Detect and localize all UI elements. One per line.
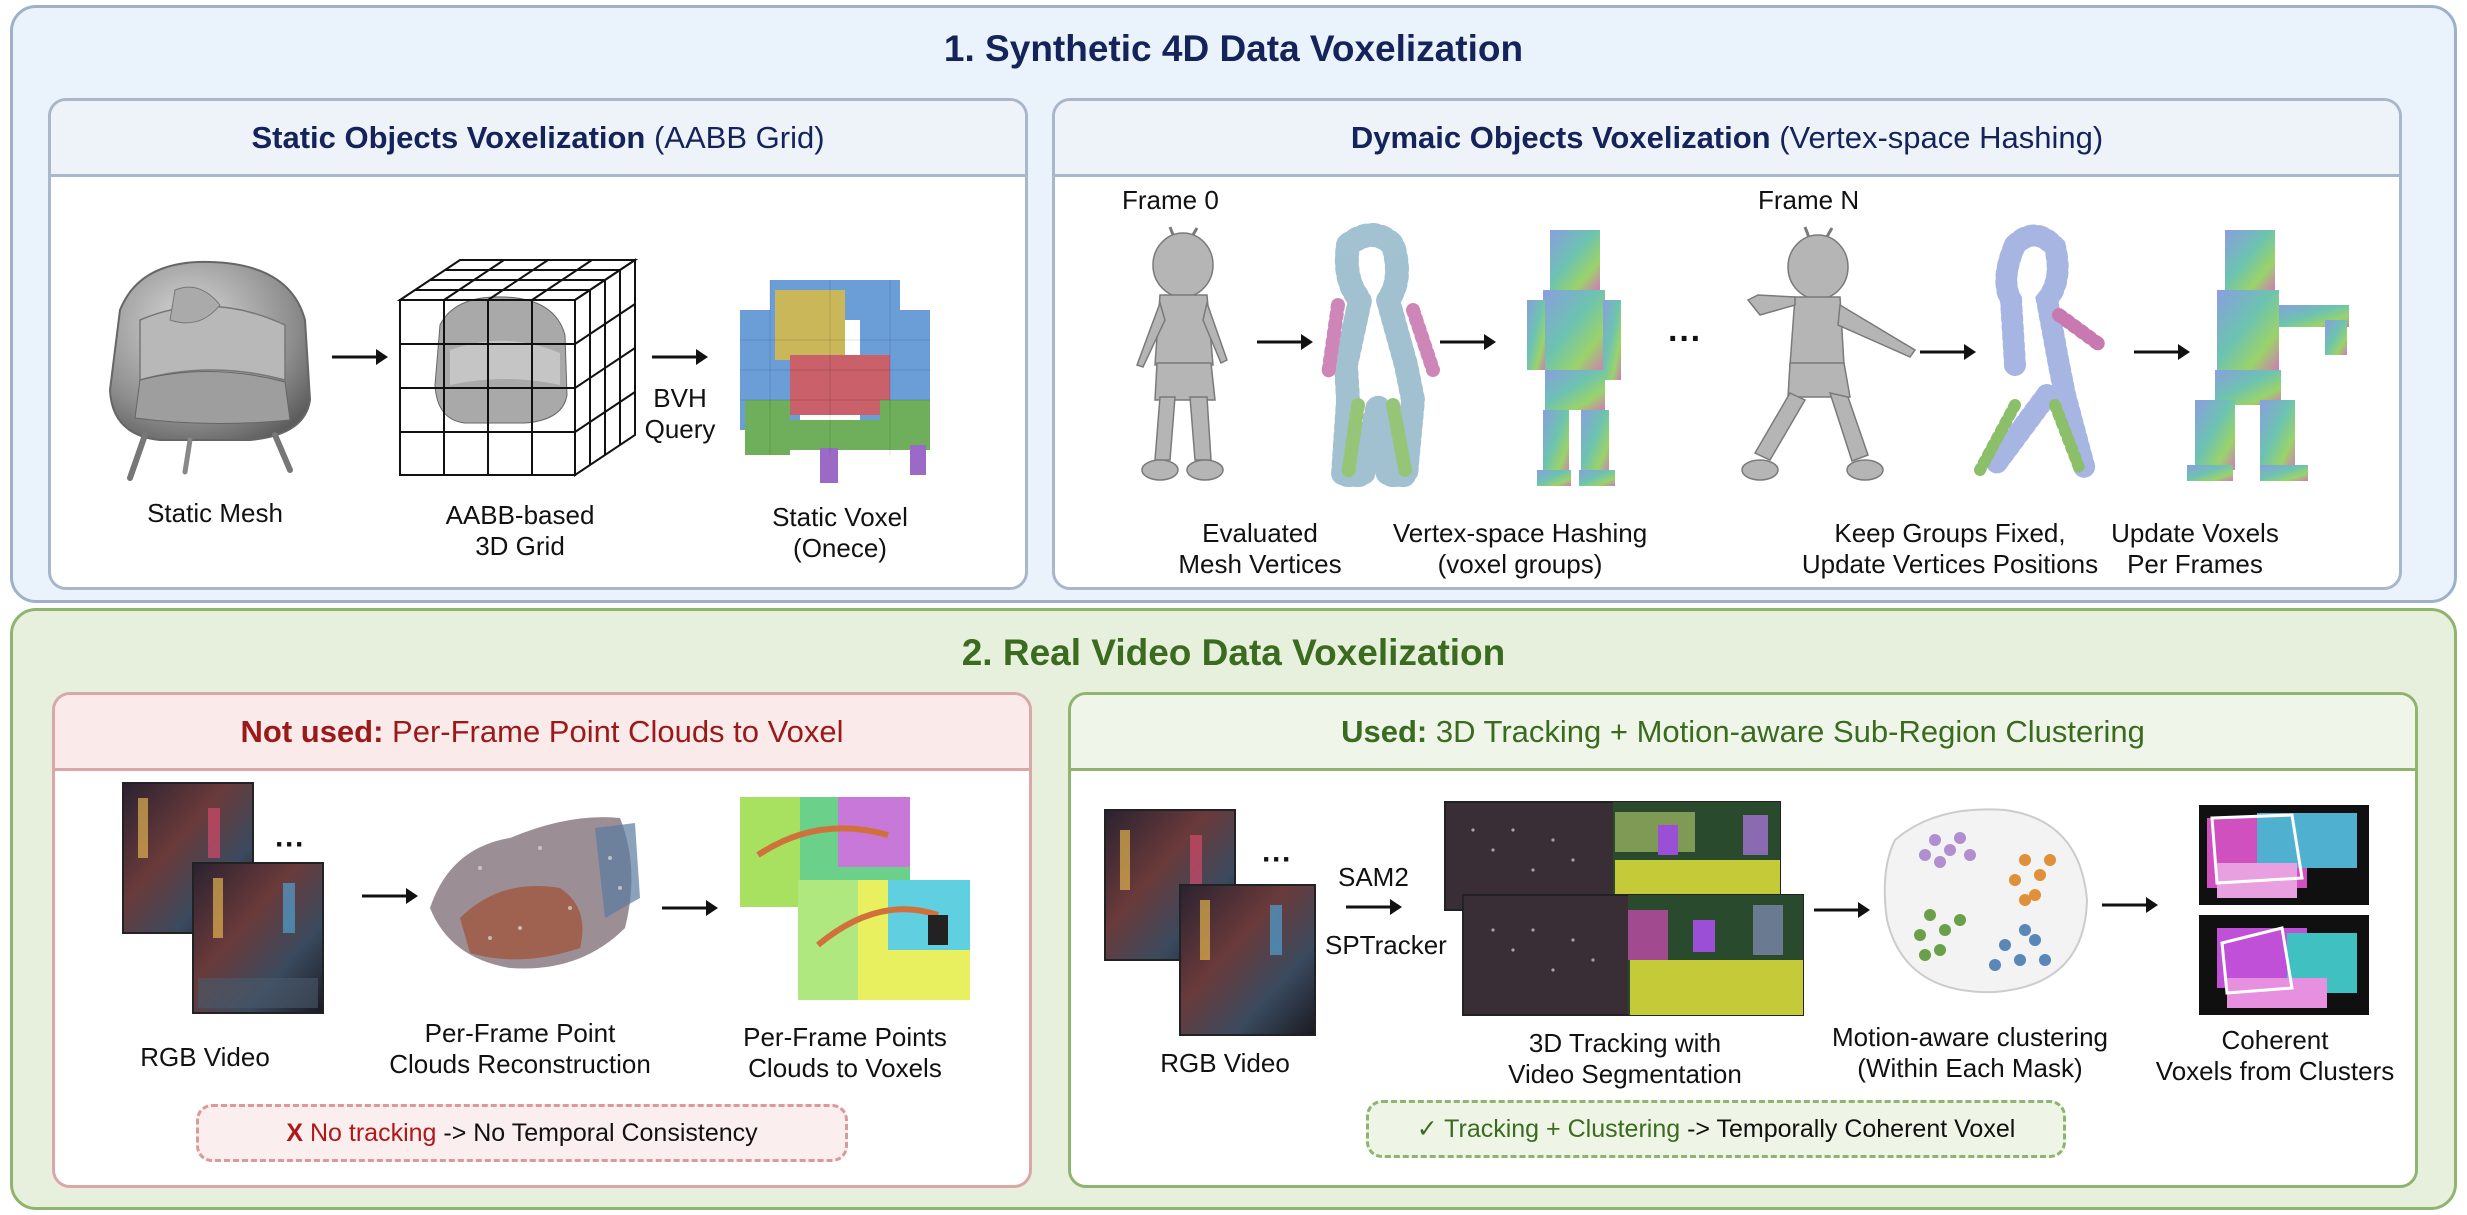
check-mark-icon: ✓	[1416, 1115, 1438, 1143]
label-frame-n: Frame N	[1758, 185, 1860, 215]
label-recon-line2: Clouds Reconstruction	[389, 1049, 651, 1079]
label-rgb-video-right: RGB Video	[1160, 1048, 1290, 1078]
updated-vertices-image	[1974, 224, 2107, 481]
label-cluster-line2: (Within Each Mask)	[1857, 1053, 2083, 1083]
label-cluster-line1: Motion-aware clustering	[1831, 1022, 2108, 1052]
arrow-u-1	[1346, 899, 1402, 915]
label-update-voxels: Update Voxels Per Frames	[2100, 518, 2290, 580]
arrow-u-2	[1814, 902, 1870, 918]
label-tracking-line2: Video Segmentation	[1508, 1059, 1742, 1089]
label-keep-groups: Keep Groups Fixed, Update Vertices Posit…	[1800, 518, 2100, 580]
dynamic-panel-title-bold: Dymaic Objects Voxelization	[1350, 119, 1771, 155]
aabb-grid-image	[396, 258, 639, 477]
motion-clustering-image	[1883, 808, 2089, 994]
label-points-line1: Per-Frame Points	[743, 1022, 947, 1052]
label-keep-line1: Keep Groups Fixed,	[1834, 518, 2066, 548]
voxel-groups-frame0-image	[1527, 230, 1621, 486]
used-ellipsis: ···	[1262, 843, 1292, 876]
not-used-title-bold: Not used:	[240, 713, 384, 749]
arrow-nu-1	[362, 888, 418, 904]
x-mark-icon: X	[286, 1119, 304, 1147]
not-used-panel-header: Not used: Per-Frame Point Clouds to Voxe…	[55, 695, 1029, 771]
label-evaluated-line2: Mesh Vertices	[1178, 549, 1342, 579]
label-static-voxel-line1: Static Voxel	[772, 502, 908, 532]
used-note: ✓ Tracking + Clustering -> Temporally Co…	[1366, 1100, 2066, 1158]
tracking-segmentation-image	[1444, 801, 1804, 1016]
label-recon: Per-Frame Point Clouds Reconstruction	[375, 1018, 665, 1080]
per-frame-voxels-image	[740, 797, 970, 1000]
arrow-mesh-to-grid	[332, 349, 388, 365]
character-mesh-frameN-image	[1741, 226, 1917, 481]
label-aabb-line1: AABB-based	[445, 500, 595, 530]
note-coherent-voxel: -> Temporally Coherent Voxel	[1680, 1115, 2016, 1143]
label-update-line1: Update Voxels	[2111, 518, 2279, 548]
label-aabb-grid: AABB-based 3D Grid	[395, 500, 645, 562]
label-evaluated-line1: Evaluated	[1202, 518, 1318, 548]
dynamic-panel-header: Dymaic Objects Voxelization (Vertex-spac…	[1055, 101, 2399, 177]
not-used-title-rest: Per-Frame Point Clouds to Voxel	[383, 713, 844, 749]
label-tracking-line1: 3D Tracking with	[1528, 1028, 1722, 1058]
note-tracking-clustering: Tracking + Clustering	[1444, 1115, 1681, 1143]
label-static-voxel: Static Voxel (Onece)	[720, 502, 960, 564]
label-vertex-hashing: Vertex-space Hashing (voxel groups)	[1380, 518, 1660, 580]
static-objects-panel: Static Objects Voxelization (AABB Grid)	[48, 98, 1028, 590]
section2-title: 2. Real Video Data Voxelization	[961, 632, 1506, 673]
static-panel-title-rest: (AABB Grid)	[645, 119, 825, 155]
rgb-video-frames-left-image	[122, 782, 324, 1014]
static-mesh-chair-image	[108, 260, 312, 481]
arrow-dyn-4	[2134, 344, 2190, 360]
coherent-voxels-image	[2199, 805, 2369, 1015]
label-bvh: BVH	[653, 383, 707, 413]
arrow-dyn-1	[1257, 334, 1313, 350]
section1-title: 1. Synthetic 4D Data Voxelization	[943, 28, 1524, 69]
label-frame-0: Frame 0	[1122, 185, 1219, 215]
static-panel-header: Static Objects Voxelization (AABB Grid)	[51, 101, 1025, 177]
static-voxel-image	[740, 280, 930, 483]
point-cloud-recon-image	[430, 817, 640, 969]
dynamic-panel-title-rest: (Vertex-space Hashing)	[1770, 119, 2104, 155]
label-sam2: SAM2	[1338, 862, 1409, 892]
dyn-ellipsis: ···	[1668, 320, 1702, 358]
label-static-voxel-line2: (Onece)	[793, 533, 887, 563]
label-tracking: 3D Tracking with Video Segmentation	[1480, 1028, 1770, 1090]
label-points-to-voxels: Per-Frame Points Clouds to Voxels	[710, 1022, 980, 1084]
label-coherent: Coherent Voxels from Clusters	[2140, 1025, 2410, 1087]
label-points-line2: Clouds to Voxels	[748, 1053, 942, 1083]
used-title-rest: 3D Tracking + Motion-aware Sub-Region Cl…	[1427, 713, 2145, 749]
label-coherent-line1: Coherent	[2221, 1025, 2329, 1055]
not-used-note: X No tracking -> No Temporal Consistency	[196, 1104, 848, 1162]
character-mesh-frame0-image	[1136, 226, 1228, 481]
label-rgb-video-left: RGB Video	[140, 1042, 270, 1072]
rgb-video-frames-right-image	[1104, 809, 1316, 1036]
label-aabb-line2: 3D Grid	[475, 531, 565, 561]
arrow-grid-to-voxel	[652, 349, 708, 365]
label-evaluated-vertices: Evaluated Mesh Vertices	[1160, 518, 1360, 580]
label-coherent-line2: Voxels from Clusters	[2155, 1056, 2395, 1086]
arrow-nu-2	[662, 900, 718, 916]
arrow-dyn-3	[1920, 344, 1976, 360]
label-clustering: Motion-aware clustering (Within Each Mas…	[1820, 1022, 2120, 1084]
label-bvh-query: BVH Query	[630, 383, 730, 445]
label-keep-line2: Update Vertices Positions	[1801, 549, 2099, 579]
note-no-consistency: -> No Temporal Consistency	[436, 1119, 758, 1147]
label-update-line2: Per Frames	[2127, 549, 2263, 579]
evaluated-vertices-image	[1321, 223, 1440, 487]
not-used-ellipsis: ···	[275, 828, 305, 861]
used-panel-header: Used: 3D Tracking + Motion-aware Sub-Reg…	[1071, 695, 2415, 771]
updated-voxels-frameN-image	[2187, 230, 2349, 481]
static-panel-title-bold: Static Objects Voxelization	[251, 119, 646, 155]
dynamic-objects-panel: Dymaic Objects Voxelization (Vertex-spac…	[1052, 98, 2402, 590]
label-static-mesh: Static Mesh	[147, 498, 283, 528]
arrow-dyn-2	[1440, 334, 1496, 350]
label-query: Query	[644, 414, 716, 444]
label-recon-line1: Per-Frame Point	[424, 1018, 616, 1048]
label-hashing-line2: (voxel groups)	[1437, 549, 1603, 579]
label-hashing-line1: Vertex-space Hashing	[1392, 518, 1648, 548]
label-sptracker: SPTracker	[1325, 930, 1447, 960]
arrow-u-3	[2102, 897, 2158, 913]
used-title-bold: Used:	[1341, 713, 1428, 749]
note-no-tracking: No tracking	[309, 1119, 437, 1147]
